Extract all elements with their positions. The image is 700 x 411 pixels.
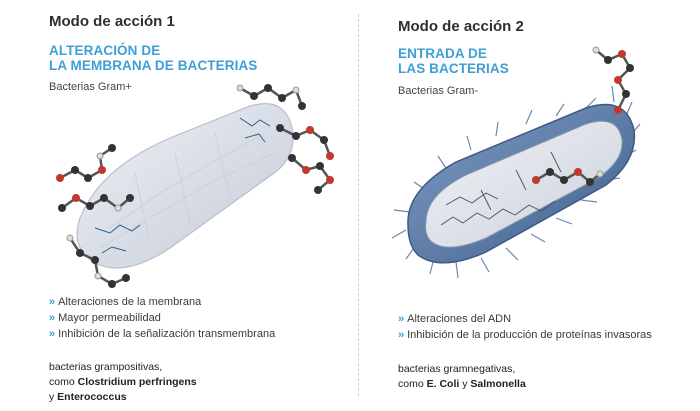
mode2-effect-item: »Alteraciones del ADN <box>398 313 512 325</box>
mode2-gram-label: Bacterias Gram- <box>398 85 479 97</box>
panel-divider <box>358 14 359 396</box>
mode2-title: Modo de acción 2 <box>398 18 524 35</box>
molecule-atoms-entering <box>532 46 634 186</box>
mode2-effects-list: »Alteraciones del ADN »Inhibición de la … <box>398 311 652 343</box>
mode2-subtitle: ENTRADA DE LAS BACTERIAS <box>398 46 509 76</box>
bullet-marker: » <box>398 329 405 341</box>
mode1-gram-label: Bacterias Gram+ <box>49 81 132 93</box>
molecule-atoms-right <box>236 84 334 194</box>
mode1-panel: Modo de acción 1 ALTERACIÓN DE LA MEMBRA… <box>49 13 334 403</box>
mode2-note: bacterias gramnegativas, como E. Coli y … <box>398 363 526 390</box>
bacterium-body <box>76 103 294 269</box>
mode1-effect-item: »Alteraciones de la membrana <box>49 296 202 308</box>
mode1-title: Modo de acción 1 <box>49 13 175 30</box>
gram-positive-bacterium-illustration <box>56 84 334 288</box>
mode1-effect-item: »Inhibición de la señalización transmemb… <box>49 328 276 340</box>
mode2-subtitle-line2: LAS BACTERIAS <box>398 61 509 76</box>
mode1-effect-item: »Mayor permeabilidad <box>49 312 161 324</box>
bullet-marker: » <box>49 312 56 324</box>
gram-negative-bacterium-illustration <box>391 46 641 279</box>
flagella <box>391 85 641 279</box>
mode2-panel: Modo de acción 2 ENTRADA DE LAS BACTERIA… <box>356 0 700 411</box>
mode1-effects-list: »Alteraciones de la membrana »Mayor perm… <box>49 294 275 342</box>
mode2-subtitle-line1: ENTRADA DE <box>398 46 488 61</box>
mode1-subtitle: ALTERACIÓN DE LA MEMBRANA DE BACTERIAS <box>49 43 257 73</box>
mode2-effect-item: »Inhibición de la producción de proteína… <box>398 329 652 341</box>
bullet-marker: » <box>398 313 405 325</box>
bacterium-shell <box>407 103 636 264</box>
molecule-atoms-left <box>56 144 134 288</box>
mode1-subtitle-line1: ALTERACIÓN DE <box>49 43 161 58</box>
mode1-subtitle-line2: LA MEMBRANA DE BACTERIAS <box>49 58 258 73</box>
mode1-note: bacterias grampositivas, como Clostridiu… <box>49 361 197 403</box>
bullet-marker: » <box>49 328 56 340</box>
bullet-marker: » <box>49 296 56 308</box>
